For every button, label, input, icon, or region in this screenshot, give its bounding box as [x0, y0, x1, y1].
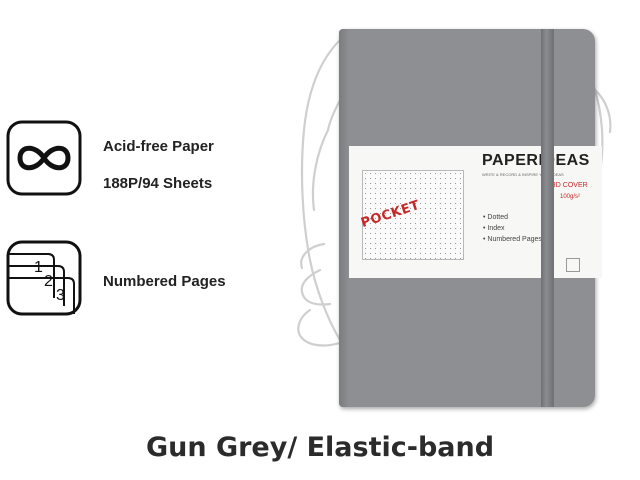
cover-type-label: HARD COVER [541, 182, 588, 189]
bullet-numbered-pages: Numbered Pages [483, 234, 541, 245]
product-caption: Gun Grey/ Elastic-band [145, 432, 495, 463]
feature-bullet-list: Dotted Index Numbered Pages [483, 212, 542, 245]
bullet-index: Index [483, 223, 542, 234]
elastic-band [541, 29, 554, 407]
bullet-dotted: Dotted [483, 212, 542, 223]
feature-sheets-label: 188P/94 Sheets [103, 175, 213, 192]
page-digit-3: 3 [56, 287, 65, 304]
brand-tagline: WRITE & RECORD & INSPIRE YOUR IDEAS [482, 172, 564, 177]
dotted-page-sample [362, 170, 464, 260]
page-digit-2: 2 [44, 273, 53, 290]
infinity-icon [6, 120, 82, 196]
brand-name: PAPERIDEAS [482, 152, 590, 169]
feature-numbered-pages-label: Numbered Pages [103, 273, 226, 290]
notebook-spine [339, 29, 349, 407]
page-digit-1: 1 [34, 259, 43, 276]
feature-acid-free-label: Acid-free Paper [103, 138, 214, 155]
paper-weight-label: 100g/s² [560, 194, 581, 200]
page-icon [566, 258, 580, 272]
numbered-pages-icon: 1 2 3 [6, 240, 82, 316]
